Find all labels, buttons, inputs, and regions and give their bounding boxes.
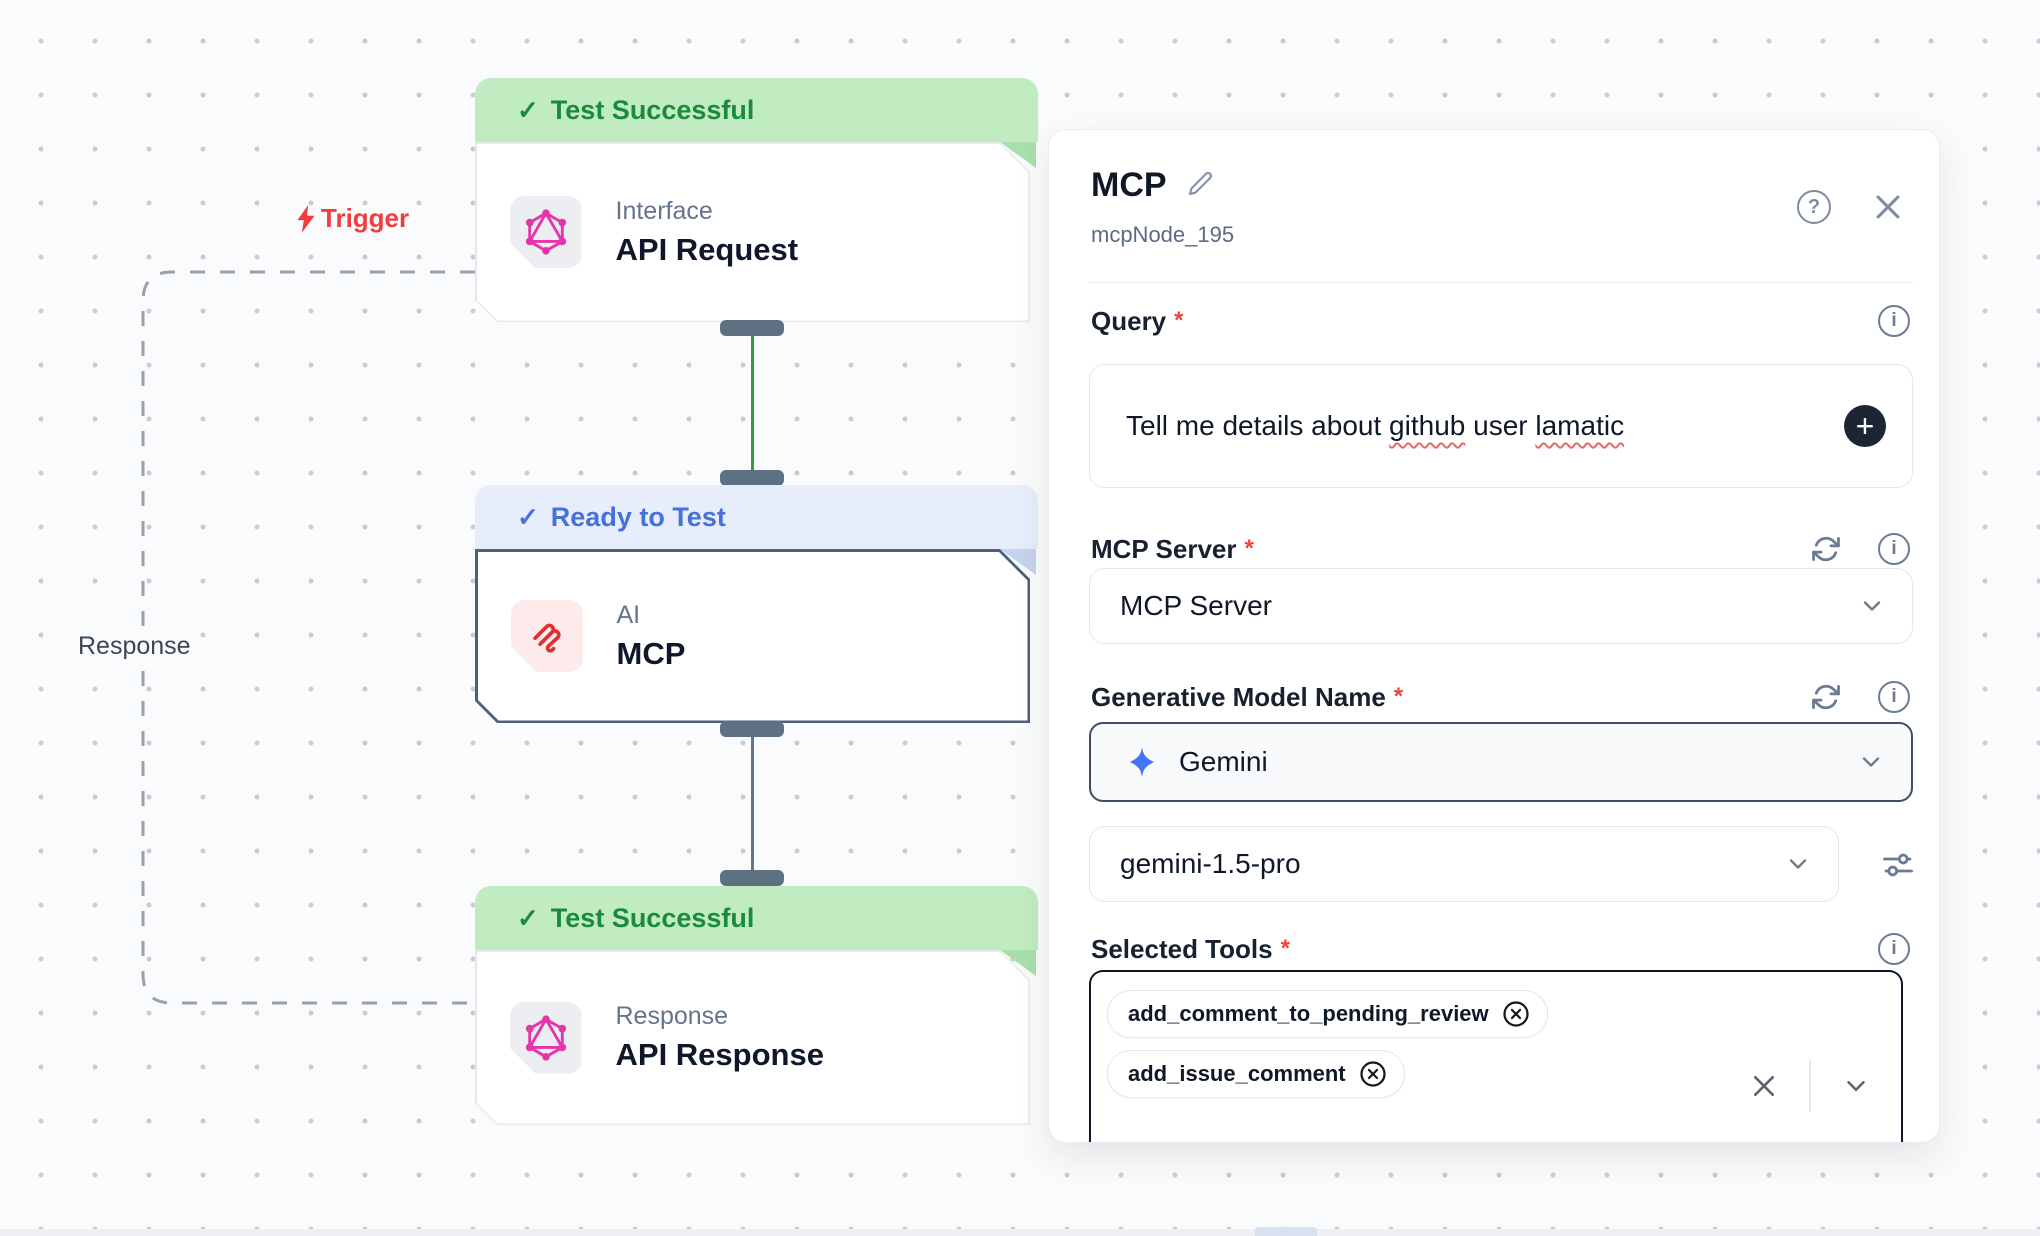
mcp-server-refresh-icon[interactable] <box>1807 530 1845 568</box>
mcp-server-select[interactable]: MCP Server <box>1089 568 1913 644</box>
model-refresh-icon[interactable] <box>1807 678 1845 716</box>
divider <box>1089 282 1913 283</box>
query-label: Query <box>1091 305 1167 336</box>
close-panel-button[interactable] <box>1869 188 1907 226</box>
node-api-request-status: ✓ Test Successful <box>475 78 1038 142</box>
selected-tools-multiselect[interactable]: add_comment_to_pending_review add_issue_… <box>1089 970 1903 1142</box>
node-api-response-status: ✓ Test Successful <box>475 886 1038 950</box>
model-provider-select[interactable]: Gemini <box>1089 722 1913 802</box>
check-icon: ✓ <box>517 501 539 532</box>
chevron-down-icon <box>1784 850 1812 878</box>
node-id: mcpNode_195 <box>1091 222 1235 247</box>
mcp-server-info-icon[interactable]: i <box>1875 530 1913 568</box>
query-input[interactable]: Tell me details about github user lamati… <box>1089 364 1913 488</box>
lightning-icon <box>293 204 319 234</box>
mcp-server-label: MCP Server <box>1091 533 1237 564</box>
divider <box>1809 1060 1811 1112</box>
node-mcp-status: ✓ Ready to Test <box>475 485 1038 549</box>
canvas-control-partial <box>1255 1227 1317 1236</box>
model-label: Generative Model Name <box>1091 681 1386 712</box>
node-api-response-input-handle[interactable] <box>720 870 784 886</box>
tools-info-icon[interactable]: i <box>1875 930 1913 968</box>
chevron-down-icon <box>1858 592 1886 620</box>
response-edge-label: Response <box>72 628 197 665</box>
remove-tag-icon[interactable] <box>1501 999 1531 1029</box>
node-category: AI <box>616 600 641 629</box>
tool-tag: add_comment_to_pending_review <box>1107 990 1548 1038</box>
response-loop-edge <box>141 270 475 1005</box>
selected-tools-label: Selected Tools <box>1091 933 1273 964</box>
chevron-down-icon <box>1857 748 1885 776</box>
clear-all-tools-icon[interactable] <box>1745 1067 1783 1105</box>
model-name-select[interactable]: gemini-1.5-pro <box>1089 826 1839 902</box>
node-mcp[interactable]: AI MCP <box>475 549 1030 723</box>
panel-title: MCP <box>1091 166 1167 204</box>
help-button[interactable]: ? <box>1795 188 1833 226</box>
check-icon: ✓ <box>517 902 539 933</box>
mcp-icon <box>511 600 583 672</box>
node-api-response[interactable]: Response API Response <box>475 950 1030 1125</box>
node-api-request-output-handle[interactable] <box>720 320 784 336</box>
query-info-icon[interactable]: i <box>1875 302 1913 340</box>
edit-pencil-icon[interactable] <box>1181 167 1219 205</box>
edge-mcp-to-response <box>751 732 754 876</box>
model-settings-sliders-icon[interactable] <box>1879 846 1917 884</box>
tools-dropdown-chevron-icon[interactable] <box>1837 1067 1875 1105</box>
node-category: Response <box>615 1002 729 1030</box>
edge-request-to-mcp <box>751 330 754 476</box>
node-api-request[interactable]: Interface API Request <box>475 142 1030 322</box>
node-title: API Request <box>615 231 799 267</box>
remove-tag-icon[interactable] <box>1358 1059 1388 1089</box>
node-config-panel: MCP mcpNode_195 ? Query * i <box>1048 129 1940 1143</box>
viewport-bottom-edge <box>0 1229 2040 1236</box>
node-mcp-input-handle[interactable] <box>720 470 784 486</box>
graphql-icon <box>510 196 582 268</box>
check-icon: ✓ <box>517 94 539 125</box>
tool-tag: add_issue_comment <box>1107 1050 1405 1098</box>
gemini-star-icon <box>1125 745 1159 779</box>
model-info-icon[interactable]: i <box>1875 678 1913 716</box>
node-category: Interface <box>615 196 713 225</box>
graphql-icon <box>510 1002 582 1074</box>
trigger-label: Trigger <box>293 203 409 234</box>
node-mcp-output-handle[interactable] <box>720 721 784 737</box>
node-title: API Response <box>615 1037 824 1072</box>
add-variable-button[interactable]: + <box>1844 405 1886 447</box>
node-title: MCP <box>616 635 686 671</box>
